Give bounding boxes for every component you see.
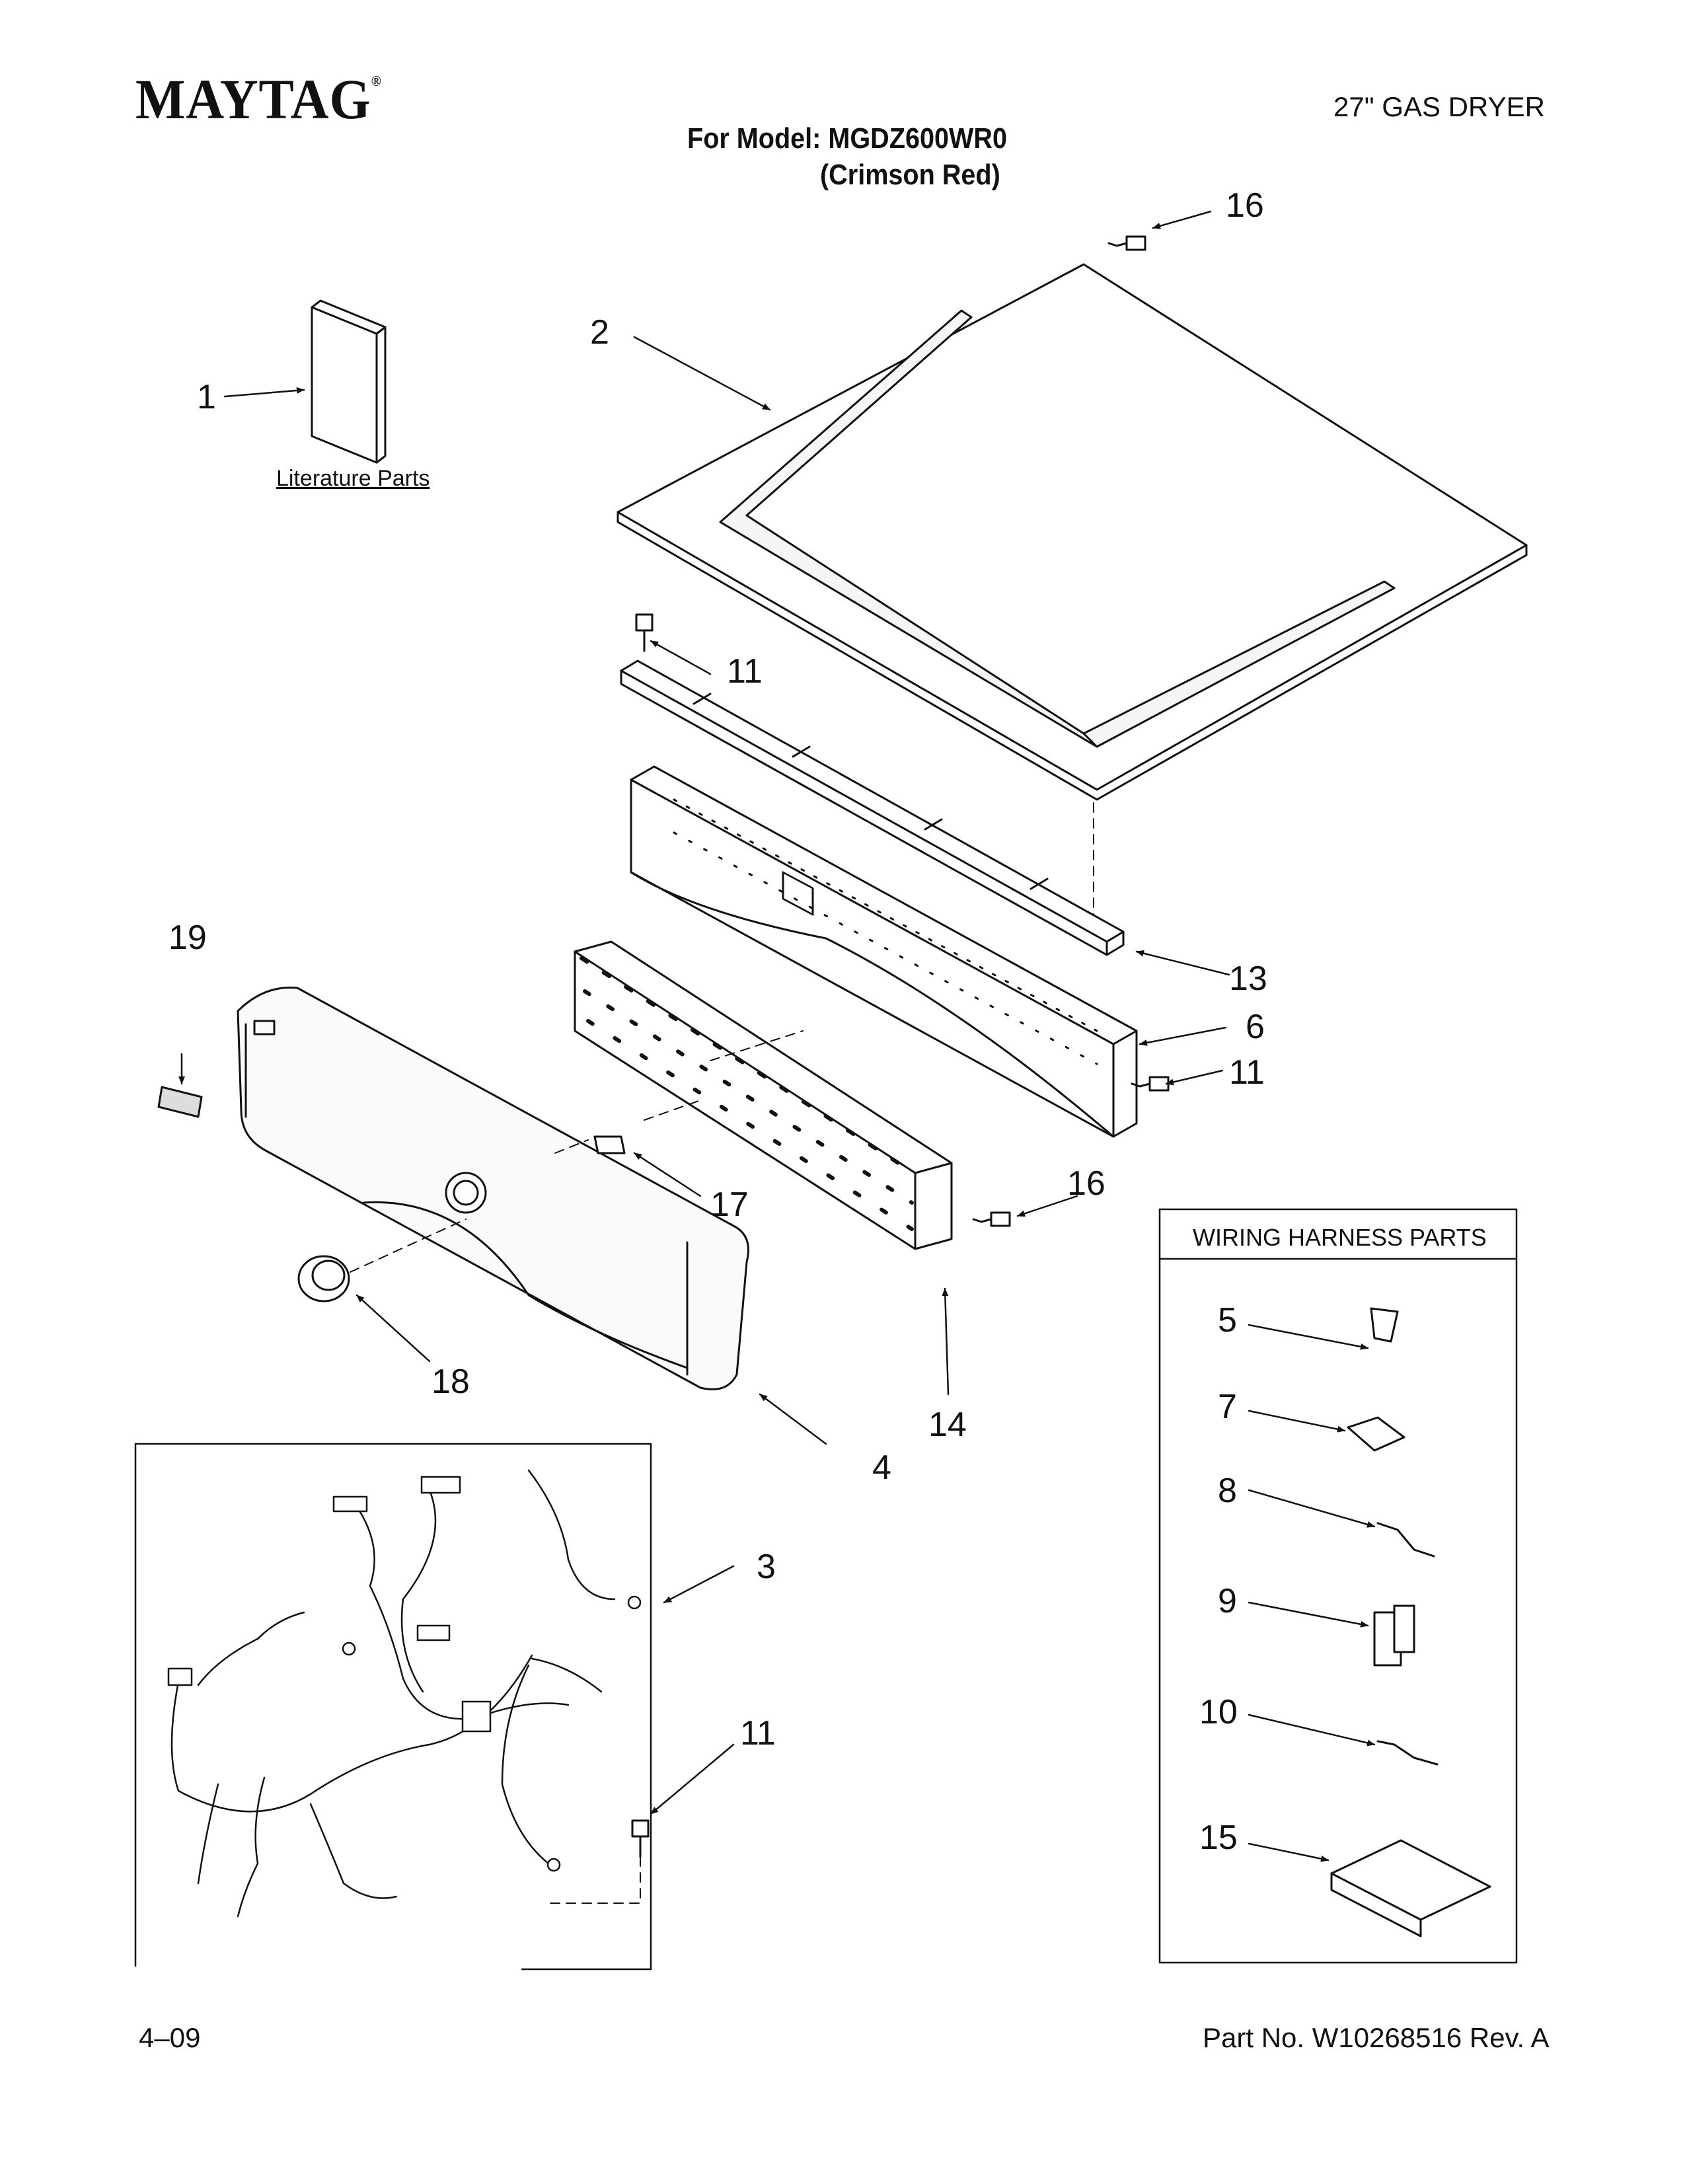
callout-5: 5 — [1218, 1301, 1237, 1339]
control-bracket — [630, 765, 1138, 1138]
part-10 — [1376, 1740, 1439, 1766]
literature-booklet — [311, 299, 387, 464]
callout-2: 2 — [590, 313, 609, 352]
top-rail — [620, 659, 1125, 956]
footer-date: 4–09 — [139, 2022, 201, 2053]
literature-parts-label: Literature Parts — [276, 466, 430, 491]
callout-1: 1 — [197, 378, 216, 416]
callout-6: 6 — [1246, 1008, 1265, 1046]
knob-part — [297, 1255, 350, 1302]
control-board — [574, 940, 953, 1250]
screw-11a — [635, 613, 654, 652]
console — [237, 986, 749, 1390]
callout-13: 13 — [1229, 960, 1267, 998]
top-panel — [617, 263, 1528, 801]
callout-3: 3 — [757, 1548, 776, 1586]
wiring-parts-box — [1158, 1208, 1518, 1964]
screw-16a — [1107, 235, 1146, 251]
callout-19: 19 — [168, 919, 207, 957]
callout-4: 4 — [872, 1449, 891, 1487]
callout-18: 18 — [431, 1363, 470, 1401]
badge-part — [157, 1086, 203, 1118]
screw-11c — [631, 1819, 650, 1858]
callout-16a: 16 — [1226, 186, 1264, 225]
wiring-harness-title: WIRING HARNESS PARTS — [1193, 1224, 1487, 1251]
callout-7: 7 — [1218, 1388, 1237, 1426]
callout-8: 8 — [1218, 1472, 1237, 1510]
callout-11c: 11 — [740, 1714, 776, 1752]
screw-16b — [972, 1211, 1011, 1227]
brand-logo: MAYTAG® — [135, 67, 382, 131]
callout-15: 15 — [1199, 1819, 1238, 1857]
wire-harness — [167, 1469, 642, 1918]
part-8 — [1376, 1522, 1435, 1558]
callout-11a: 11 — [727, 652, 763, 691]
callout-9: 9 — [1218, 1582, 1237, 1620]
model-line: For Model: MGDZ600WR0 — [687, 122, 1008, 155]
footer-part-number: Part No. W10268516 Rev. A — [1203, 2022, 1550, 2053]
color-line: (Crimson Red) — [820, 159, 1000, 191]
bezel-part — [593, 1135, 626, 1154]
product-title: 27" GAS DRYER — [1333, 91, 1545, 122]
part-15 — [1330, 1839, 1491, 1938]
callout-14: 14 — [928, 1406, 967, 1444]
part-5 — [1370, 1307, 1399, 1343]
part-9 — [1373, 1604, 1415, 1667]
callout-11b: 11 — [1229, 1053, 1265, 1092]
callout-10: 10 — [1199, 1693, 1238, 1731]
part-7 — [1347, 1416, 1405, 1452]
callout-17: 17 — [710, 1186, 749, 1224]
callout-16b: 16 — [1067, 1164, 1105, 1203]
harness-frame — [134, 1443, 652, 1971]
